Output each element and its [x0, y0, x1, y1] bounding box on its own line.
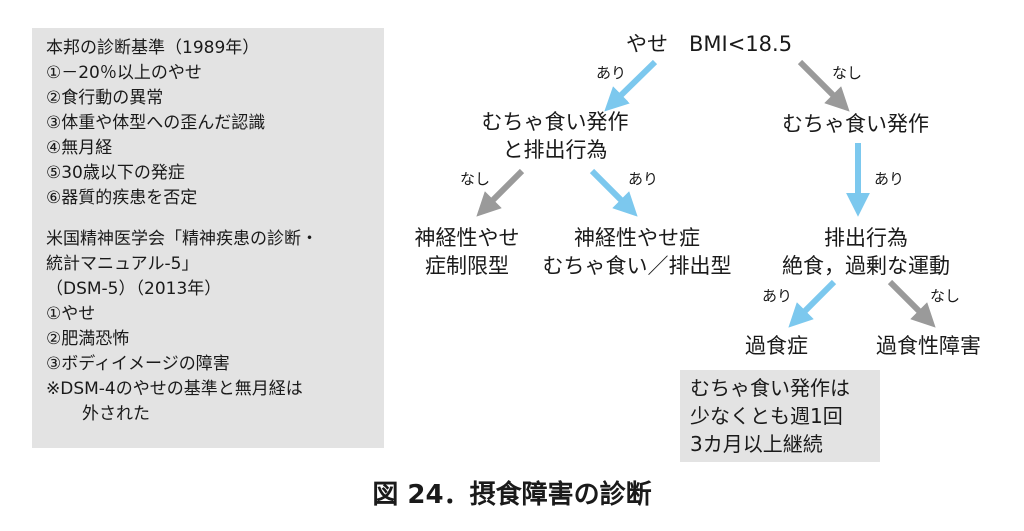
japan-criterion: ⑥器質的疾患を否定	[46, 188, 198, 208]
figure-caption: 図 24．摂食障害の診断	[372, 480, 652, 510]
dsm-criterion: ②肥満恐怖	[46, 329, 130, 349]
label-no: なし	[832, 64, 863, 82]
japan-criterion: ②食行動の異常	[46, 88, 164, 108]
dsm-title-line: （DSM-5）（2013年）	[46, 279, 222, 299]
japan-criterion: ⑤30歳以下の発症	[46, 163, 185, 183]
node-line: 症制限型	[425, 254, 509, 278]
node-line: 排出行為	[824, 226, 908, 250]
node-binge-question: むちゃ食い発作	[782, 112, 929, 136]
note-line: 3カ月以上継続	[690, 432, 823, 456]
label-yes: あり	[596, 64, 627, 82]
node-bulimia: 過食症	[745, 334, 808, 358]
arrow-binge-purge-yes	[589, 168, 638, 217]
japan-criterion: ①－20％以上のやせ	[46, 63, 202, 83]
node-line: と排出行為	[502, 138, 608, 162]
arrow-binge-purge-no	[476, 168, 525, 217]
japan-criterion: ③体重や体型への歪んだ認識	[46, 113, 266, 133]
criteria-box: 本邦の診断基準（1989年） ①－20％以上のやせ ②食行動の異常 ③体重や体型…	[32, 28, 384, 448]
arrow-root-yes	[604, 59, 658, 112]
node-line: むちゃ食い／排出型	[542, 254, 732, 278]
japan-criterion: ④無月経	[46, 138, 113, 158]
node-binge-purge-type: 神経性やせ症 むちゃ食い／排出型	[532, 224, 742, 280]
arrow-compensatory-yes	[788, 279, 837, 328]
root-node-thinness: やせ BMI<18.5	[626, 32, 793, 56]
arrow-root-no	[797, 59, 850, 112]
node-line: むちゃ食い発作	[481, 110, 629, 134]
node-binge-purge-question: むちゃ食い発作 と排出行為	[465, 108, 645, 164]
label-yes: あり	[628, 170, 659, 188]
node-binge-eating-disorder: 過食性障害	[876, 334, 981, 358]
frequency-note-box: むちゃ食い発作は 少なくとも週1回 3カ月以上継続	[680, 370, 880, 462]
node-line: 神経性やせ	[414, 226, 520, 250]
note-line: むちゃ食い発作は	[690, 376, 850, 400]
dsm-title-line: 米国精神医学会「精神疾患の診断・	[46, 229, 318, 249]
dsm-title-line: 統計マニュアル-5」	[46, 254, 199, 274]
note-line: 少なくとも週1回	[690, 404, 843, 428]
japan-criteria-title: 本邦の診断基準（1989年）	[46, 38, 260, 58]
label-yes: あり	[762, 287, 793, 305]
node-line: 神経性やせ症	[574, 226, 700, 250]
dsm-criterion: ③ボディイメージの障害	[46, 354, 230, 374]
node-compensatory-question: 排出行為 絶食，過剰な運動	[768, 224, 964, 280]
arrow-compensatory-no	[887, 279, 936, 328]
label-no: なし	[460, 170, 491, 188]
label-no: なし	[930, 287, 961, 305]
node-line: 絶食，過剰な運動	[782, 254, 950, 278]
dsm-note: ※DSM-4のやせの基準と無月経は	[46, 379, 303, 399]
label-yes: あり	[874, 170, 905, 188]
node-restrictive-type: 神経性やせ 症制限型	[404, 224, 530, 280]
dsm-criterion: ①やせ	[46, 304, 96, 324]
dsm-note-continued: 外された	[82, 404, 150, 424]
